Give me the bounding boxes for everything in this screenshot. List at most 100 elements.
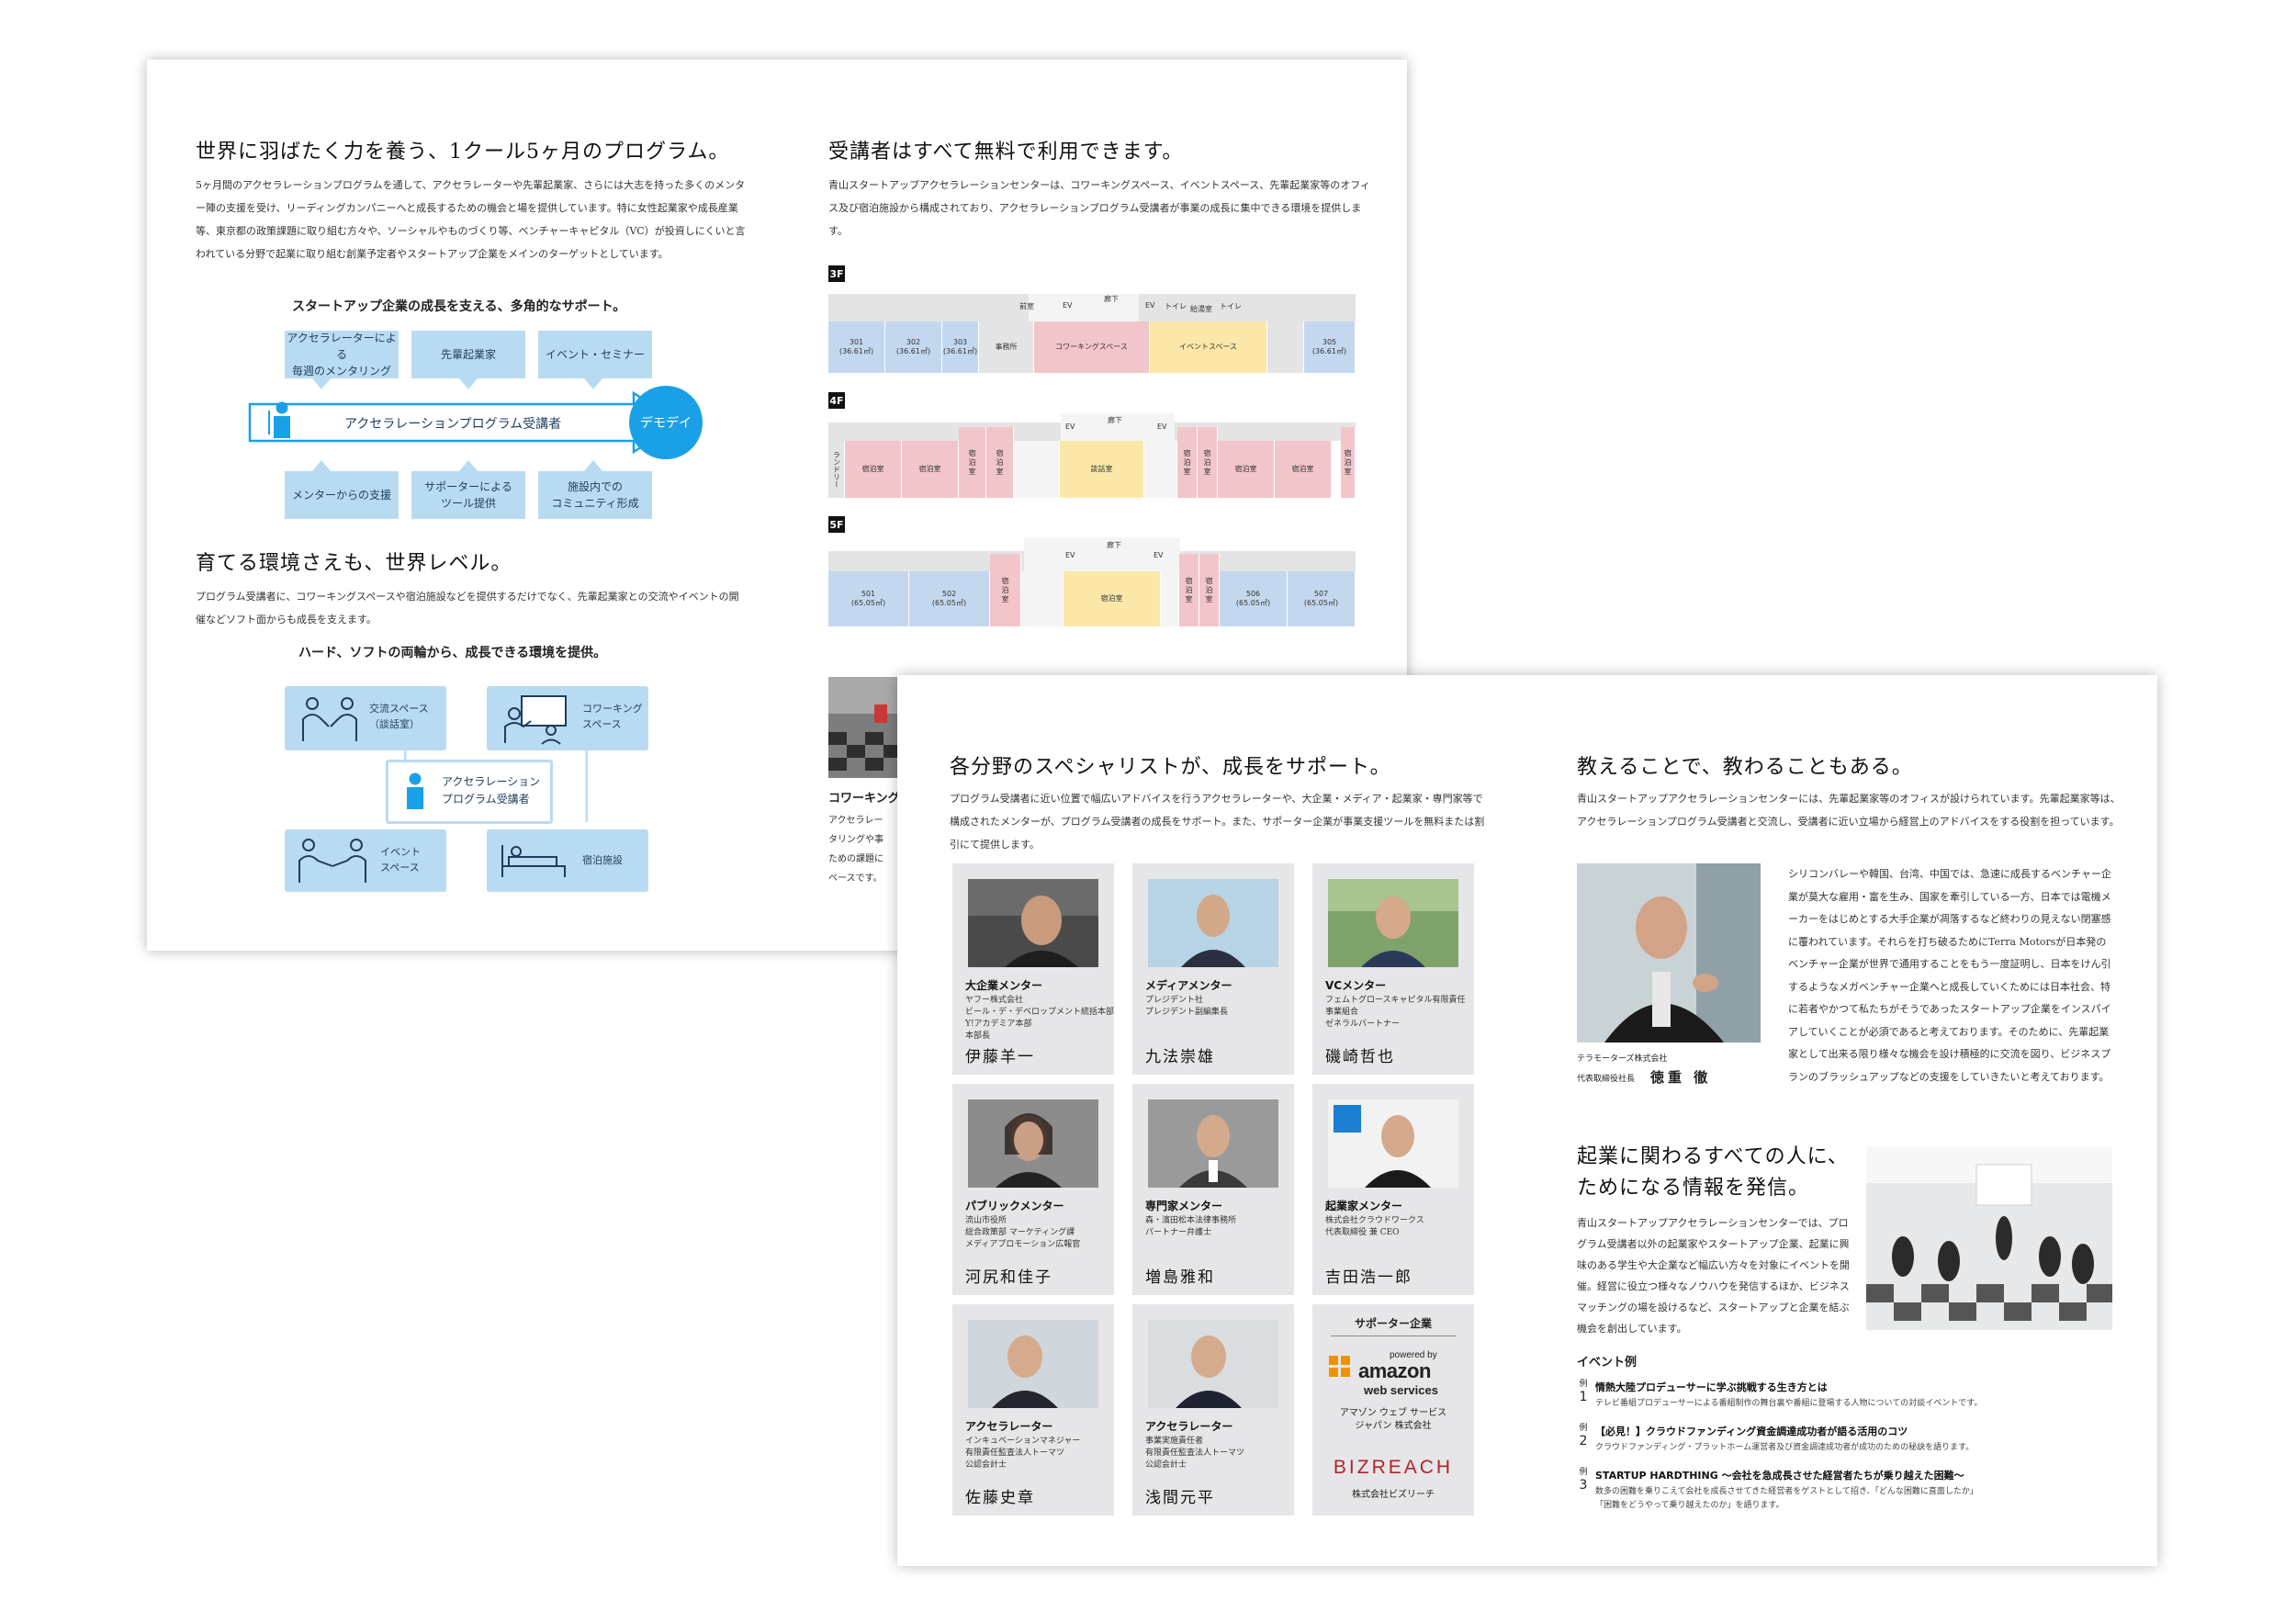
- mentor-photo: [1148, 1099, 1278, 1188]
- mark-ev: EV: [1065, 423, 1075, 431]
- facility-intro: 青山スタートアップアクセラレーションセンターは、コワーキングスペース、イベントス…: [828, 179, 1371, 237]
- person-company: テラモーターズ株式会社: [1577, 1054, 1668, 1064]
- bizreach-company: 株式会社ビズリーチ: [1352, 1490, 1435, 1500]
- mentor-name: 磯崎哲也: [1325, 1048, 1395, 1066]
- tokushige-photo: [1577, 863, 1761, 1043]
- support-heading: スタートアップ企業の成長を支える、多角的なサポート。: [292, 299, 626, 314]
- env-label-lounge: 交流スペース （談話室）: [369, 703, 429, 730]
- mark-toilet: トイレ: [1165, 302, 1187, 310]
- program-intro: 5ヶ月間のアクセラレーションプログラムを通して、アクセラレーターや先輩起業家、さ…: [196, 179, 746, 260]
- demoday-circle: デモデイ: [629, 386, 703, 459]
- room-laundry: ランドリー: [828, 441, 845, 498]
- room-blank: [1267, 321, 1304, 373]
- bizreach-logo: BIZREACH: [1333, 1457, 1454, 1478]
- mentor-card: VCメンター フェムトグロースキャピタル有限責任 事業組合 ゼネラルパートナー …: [1312, 863, 1474, 1075]
- room-office: 事務所: [979, 321, 1034, 373]
- supporter-heading: サポーター企業: [1354, 1317, 1432, 1330]
- event-desc: 数多の困難を乗りこえて会社を成長させてきた経営者をゲストとして招き、「どんな困難…: [1595, 1487, 1978, 1510]
- room-blank: [1021, 571, 1064, 626]
- mentor-affiliation: 事業実施責任者 有限責任監査法人トーマツ 公認会計士: [1145, 1437, 1245, 1470]
- mentor-affiliation: 流山市役所 総合政策部 マーケティング課 メディアプロモーション広報官: [965, 1216, 1081, 1249]
- aws-logo-sub: web services: [1364, 1383, 1438, 1397]
- mark-ev: EV: [1154, 551, 1164, 559]
- event-number: 1: [1579, 1390, 1588, 1404]
- support-box-senior: 先輩起業家: [411, 331, 525, 378]
- event-example-label: 例: [1579, 1468, 1588, 1477]
- handshake-icon: [298, 839, 366, 883]
- mentors-title: 各分野のスペシャリストが、成長をサポート。: [950, 756, 1391, 779]
- mentor-photo: [1328, 879, 1458, 967]
- senior-intro: 青山スタートアップアクセラレーションセンターには、先輩起業家等のオフィスが設けら…: [1577, 793, 2121, 828]
- support-box-mentoring: アクセラレーターによる 毎週のメンタリング: [285, 331, 399, 378]
- program-title: 世界に羽ばたく力を養う、1クール5ヶ月のプログラム。: [196, 141, 730, 163]
- room-303: 303 (36.61㎡): [942, 321, 979, 373]
- mark-kitchen: 給湯室: [1190, 305, 1212, 313]
- room-lodging-small: 宿 泊 室: [986, 427, 1014, 498]
- support-pointer: [459, 378, 478, 389]
- mentor-affiliation: 株式会社クラウドワークス 代表取締役 兼 CEO: [1325, 1216, 1424, 1237]
- room-blank: [1161, 571, 1179, 626]
- events-heading: イベント例: [1577, 1355, 1638, 1369]
- event-title: 情熱大陸プロデューサーに学ぶ挑戦する生き方とは: [1595, 1381, 1828, 1393]
- floor-4f-corridor: [1061, 413, 1175, 441]
- mentor-role: 専門家メンター: [1145, 1200, 1223, 1212]
- env-box-lodging: 宿泊施設: [487, 829, 648, 892]
- support-pointer: [584, 460, 602, 471]
- mentor-name: 佐藤史章: [965, 1489, 1035, 1507]
- room-lodging-small: 宿 泊 室: [990, 554, 1021, 626]
- event-desc: テレビ番組プロデューサーによる番組制作の舞台裏や番組に登場する人物についての対談…: [1595, 1399, 1983, 1408]
- floor-3f-corridor: [1029, 294, 1139, 321]
- mark-toilet: トイレ: [1220, 302, 1242, 310]
- room-lodging: 宿泊室: [902, 441, 959, 498]
- room-lodging: 宿泊室: [845, 441, 902, 498]
- environment-text: プログラム受講者に、コワーキングスペースや宿泊施設などを提供するだけでなく、先輩…: [196, 591, 739, 626]
- room-blank: [1014, 441, 1060, 498]
- floor-label-3f: 3F: [828, 265, 845, 282]
- mentor-photo: [1148, 879, 1278, 967]
- aws-cubes-icon: [1329, 1356, 1350, 1377]
- mentor-role: アクセラレーター: [1145, 1420, 1233, 1433]
- mentor-photo: [968, 1099, 1098, 1188]
- event-desc: クラウドファンディング・プラットホーム運営者及び資金調達成功者が成功のための秘訣…: [1595, 1443, 1975, 1452]
- mentor-role: 大企業メンター: [965, 979, 1043, 992]
- mentor-card: メディアメンター プレジデント社 プレジデント副編集長 九法崇雄: [1132, 863, 1294, 1075]
- brochure-page-1: 世界に羽ばたく力を養う、1クール5ヶ月のプログラム。 5ヶ月間のアクセラレーショ…: [147, 60, 1407, 951]
- room-302: 302 (36.61㎡): [885, 321, 942, 373]
- bed-icon: [501, 845, 566, 877]
- floor-label-5f: 5F: [828, 516, 845, 533]
- event-title: 【必見！】クラウドファンディング資金調達成功者が語る活用のコツ: [1595, 1426, 1908, 1437]
- mark-corridor: 廊下: [1104, 295, 1119, 303]
- mark-ev: EV: [1157, 423, 1167, 431]
- mentor-card: 専門家メンター 森・濱田松本法律事務所 パートナー弁護士 増島雅和: [1132, 1084, 1294, 1295]
- mentor-name: 河尻和佳子: [965, 1268, 1052, 1287]
- environment-title: 育てる環境さえも、世界レベル。: [196, 552, 512, 575]
- mentor-name: 浅間元平: [1145, 1489, 1215, 1507]
- room-501: 501 (65.05㎡): [828, 571, 909, 626]
- mark-front-room: 前室: [1019, 302, 1034, 310]
- room-lounge: 談話室: [1060, 441, 1144, 498]
- support-box-mentor: メンターからの支援: [285, 471, 399, 519]
- mentor-card: アクセラレーター 事業実施責任者 有限責任監査法人トーマツ 公認会計士 浅間元平: [1132, 1304, 1294, 1516]
- person-name: 徳重 徹: [1650, 1069, 1712, 1086]
- support-box-community: 施設内での コミュニティ形成: [538, 471, 652, 519]
- room-lodging-small: 宿 泊 室: [1199, 554, 1220, 626]
- mentor-card: 起業家メンター 株式会社クラウドワークス 代表取締役 兼 CEO 吉田浩一郎: [1312, 1084, 1474, 1295]
- room-lodging: 宿泊室: [1275, 441, 1332, 498]
- support-box-tools: サポーターによる ツール提供: [411, 471, 525, 519]
- floor-5f-corridor: [1024, 537, 1180, 571]
- support-center-label: アクセラレーションプログラム受講者: [344, 416, 562, 431]
- event-example-label: 例: [1579, 1380, 1588, 1389]
- person-title: 代表取締役社長: [1577, 1075, 1636, 1084]
- info-text: 青山スタートアップアクセラレーションセンターでは、プログラム受講者以外の起業家や…: [1577, 1217, 1850, 1335]
- aws-logo: amazon: [1358, 1359, 1431, 1382]
- env-center-label: アクセラレーション プログラム受講者: [442, 775, 541, 806]
- mentor-card: パブリックメンター 流山市役所 総合政策部 マーケティング課 メディアプロモーシ…: [952, 1084, 1114, 1295]
- person-icon: [407, 772, 423, 809]
- room-blank: [1144, 441, 1177, 498]
- room-lodging-large: 宿泊室: [1064, 571, 1161, 626]
- mentor-affiliation: フェムトグロースキャピタル有限責任 事業組合 ゼネラルパートナー: [1325, 996, 1466, 1029]
- mark-ev: EV: [1145, 301, 1155, 310]
- support-pointer: [312, 460, 331, 471]
- quote-text: シリコンバレーや韓国、台湾、中国では、急速に成長するベンチャー企業が莫大な雇用・…: [1788, 868, 2111, 1083]
- aws-company: アマゾン ウェブ サービス ジャパン 株式会社: [1339, 1408, 1447, 1431]
